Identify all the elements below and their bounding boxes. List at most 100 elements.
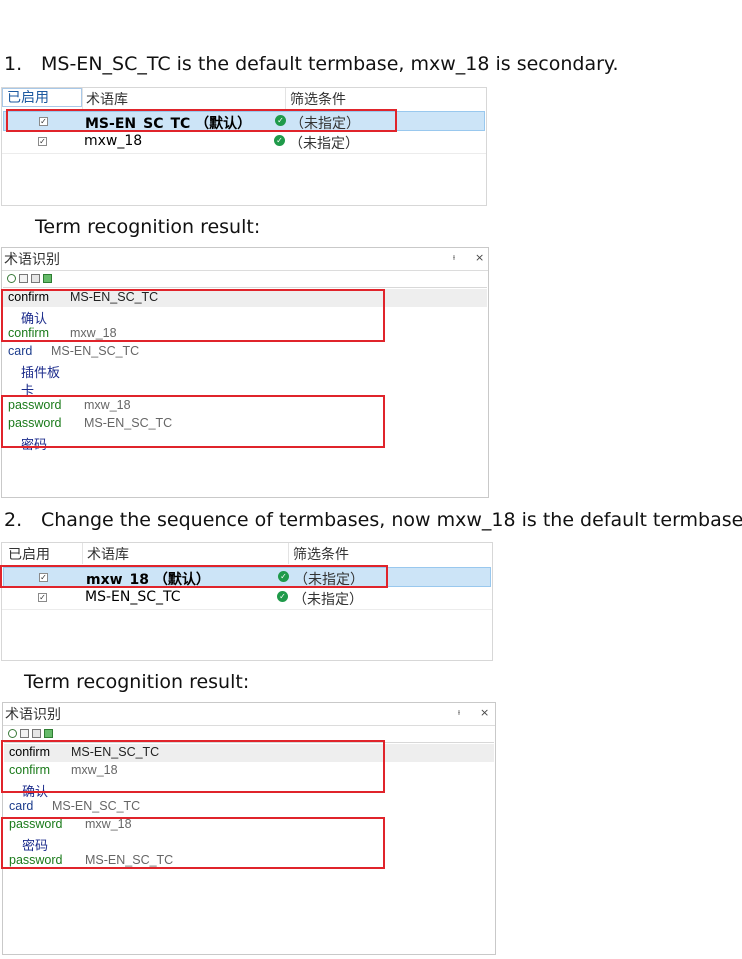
list-item[interactable]: password MS-EN_SC_TC <box>4 852 494 870</box>
filter-value: （未指定） <box>290 116 360 132</box>
refresh-icon[interactable] <box>44 729 53 738</box>
list-item[interactable]: password mxw_18 <box>3 397 487 415</box>
section1-heading: 1. MS-EN_SC_TC is the default termbase, m… <box>4 53 619 75</box>
termbase-row[interactable]: ✓ MS-EN_SC_TC （默认） ✓ （未指定） <box>3 111 485 132</box>
termbase-label: MS-EN_SC_TC <box>51 344 140 358</box>
section2-heading: 2. Change the sequence of termbases, now … <box>4 509 742 531</box>
panel-title: 术语识别 <box>5 707 61 723</box>
checkbox-icon[interactable]: ✓ <box>39 117 48 126</box>
section2-text: Change the sequence of termbases, now mx… <box>41 509 742 531</box>
termbase-row[interactable]: ✓ mxw_18 ✓ （未指定） <box>3 132 485 152</box>
termbase-label: mxw_18 <box>84 398 131 412</box>
panel-title: 术语识别 <box>4 252 60 268</box>
list-item[interactable]: 卡 <box>3 379 487 398</box>
list-item[interactable]: password mxw_18 <box>4 816 494 834</box>
source-term: password <box>8 398 62 412</box>
termbase-name: MS-EN_SC_TC <box>85 589 181 605</box>
termbase-table-header: 已启用 术语库 筛选条件 <box>2 88 486 109</box>
target-term: 密码 <box>22 838 49 853</box>
header-termbase[interactable]: 术语库 <box>87 547 129 563</box>
ok-check-icon: ✓ <box>278 571 289 582</box>
target-term: 插件板 <box>21 365 61 380</box>
add-term-icon[interactable] <box>19 274 28 283</box>
termbase-name: mxw_18 <box>84 133 143 149</box>
ok-check-icon: ✓ <box>275 115 286 126</box>
termbase-label: MS-EN_SC_TC <box>52 799 141 813</box>
termbase-label: MS-EN_SC_TC <box>71 745 160 759</box>
termbase-label: mxw_18 <box>70 326 117 340</box>
term-recognition-panel-1: 术语识别 ᵼ × confirm MS-EN_SC_TC 确认 confirm … <box>1 247 489 498</box>
termbase-row[interactable]: ✓ mxw_18 （默认） ✓ （未指定） <box>3 567 491 588</box>
panel-title-bar: 术语识别 ᵼ × <box>2 248 488 271</box>
source-term: confirm <box>8 290 49 304</box>
list-item[interactable]: confirm mxw_18 <box>4 762 494 780</box>
termbase-table-1: 已启用 术语库 筛选条件 ✓ MS-EN_SC_TC （默认） ✓ （未指定） … <box>1 87 487 206</box>
list-item[interactable]: 密码 <box>4 834 494 853</box>
source-term: password <box>9 853 63 867</box>
termbase-table-header: 已启用 术语库 筛选条件 <box>2 543 492 564</box>
panel-toolbar <box>3 727 495 741</box>
termbase-row[interactable]: ✓ MS-EN_SC_TC ✓ （未指定） <box>3 588 491 608</box>
termbase-name: mxw_18 （默认） <box>86 572 210 588</box>
term-list: confirm MS-EN_SC_TC confirm mxw_18 确认 ca… <box>4 742 494 953</box>
termbase-label: MS-EN_SC_TC <box>70 290 159 304</box>
ok-check-icon: ✓ <box>277 591 288 602</box>
filter-value: （未指定） <box>289 136 359 152</box>
source-term: card <box>9 799 34 813</box>
target-term: 确认 <box>21 311 48 326</box>
list-item[interactable]: password MS-EN_SC_TC <box>3 415 487 433</box>
termbase-label: MS-EN_SC_TC <box>84 416 173 430</box>
section1-number: 1. <box>4 53 23 75</box>
source-term: password <box>8 416 62 430</box>
section1-text: MS-EN_SC_TC is the default termbase, mxw… <box>41 53 619 75</box>
source-term: confirm <box>9 745 50 759</box>
pin-icon[interactable]: ᵼ <box>458 708 460 718</box>
checkbox-icon[interactable]: ✓ <box>38 137 47 146</box>
list-item[interactable]: 密码 <box>3 433 487 452</box>
termbase-name: MS-EN_SC_TC （默认） <box>85 116 252 132</box>
termbase-label: mxw_18 <box>85 817 132 831</box>
pin-icon[interactable]: ᵼ <box>453 253 455 263</box>
close-icon[interactable]: × <box>480 706 490 719</box>
list-item[interactable]: 确认 <box>3 307 487 326</box>
panel-toolbar <box>2 272 488 286</box>
source-term: confirm <box>9 763 50 777</box>
header-filter[interactable]: 筛选条件 <box>293 547 349 563</box>
list-item[interactable]: confirm MS-EN_SC_TC <box>3 289 487 307</box>
checkbox-icon[interactable]: ✓ <box>38 593 47 602</box>
source-term: password <box>9 817 63 831</box>
close-icon[interactable]: × <box>475 251 485 264</box>
add-term-icon[interactable] <box>20 729 29 738</box>
search-term-icon[interactable] <box>8 729 17 738</box>
section2-number: 2. <box>4 509 23 531</box>
term-recognition-panel-2: 术语识别 ᵼ × confirm MS-EN_SC_TC confirm mxw… <box>2 702 496 955</box>
termbase-table-2: 已启用 术语库 筛选条件 ✓ mxw_18 （默认） ✓ （未指定） ✓ MS-… <box>1 542 493 661</box>
edit-term-icon[interactable] <box>32 729 41 738</box>
term-list: confirm MS-EN_SC_TC 确认 confirm mxw_18 ca… <box>3 287 487 496</box>
header-enabled[interactable]: 已启用 <box>8 547 50 563</box>
header-enabled[interactable]: 已启用 <box>2 88 82 107</box>
header-filter[interactable]: 筛选条件 <box>290 92 346 108</box>
ok-check-icon: ✓ <box>274 135 285 146</box>
panel-title-bar: 术语识别 ᵼ × <box>3 703 495 726</box>
list-item[interactable]: 插件板 <box>3 361 487 380</box>
header-termbase[interactable]: 术语库 <box>86 92 128 108</box>
list-item[interactable]: confirm mxw_18 <box>3 325 487 343</box>
list-item[interactable]: 确认 <box>4 780 494 799</box>
edit-term-icon[interactable] <box>31 274 40 283</box>
refresh-icon[interactable] <box>43 274 52 283</box>
section2-result-label: Term recognition result: <box>24 671 250 693</box>
list-item[interactable]: card MS-EN_SC_TC <box>3 343 487 361</box>
filter-value: （未指定） <box>294 572 364 588</box>
checkbox-icon[interactable]: ✓ <box>39 573 48 582</box>
target-term: 卡 <box>21 383 35 398</box>
termbase-label: MS-EN_SC_TC <box>85 853 174 867</box>
section1-result-label: Term recognition result: <box>35 216 261 238</box>
source-term: confirm <box>8 326 49 340</box>
list-item[interactable]: card MS-EN_SC_TC <box>4 798 494 816</box>
target-term: 密码 <box>21 437 48 452</box>
termbase-label: mxw_18 <box>71 763 118 777</box>
search-term-icon[interactable] <box>7 274 16 283</box>
list-item[interactable]: confirm MS-EN_SC_TC <box>4 744 494 762</box>
source-term: card <box>8 344 33 358</box>
